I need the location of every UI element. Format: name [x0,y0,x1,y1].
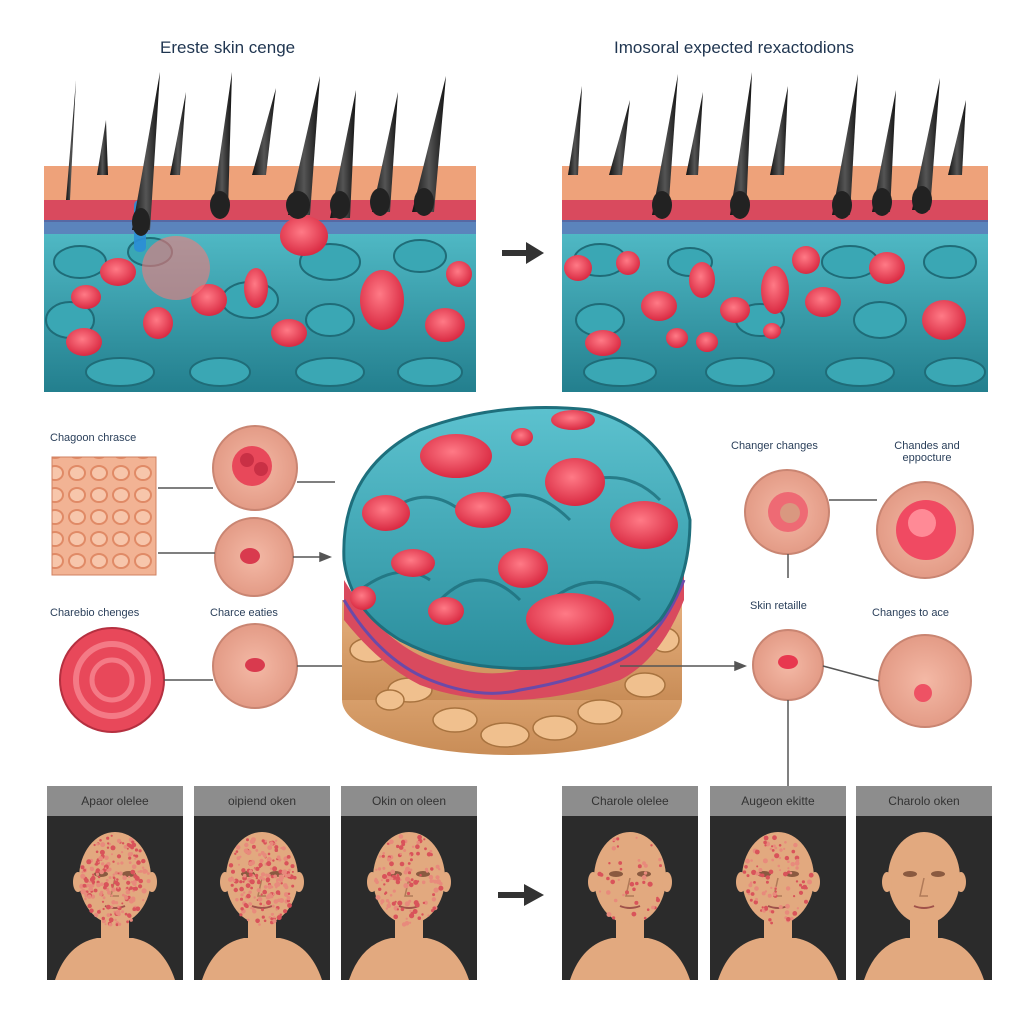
face-illustration [55,832,175,980]
face-panel-5: Augeon ekitte [710,786,846,980]
arrow-right-icon [498,884,544,906]
callout-label-right-top-1: Changer changes [731,440,818,452]
callout-circle-6 [876,481,974,579]
callout-label-right-mid-2: Changes to ace [872,607,950,619]
callout-label-left-top: Chagoon chrasce [50,432,137,444]
callout-circle-1 [212,425,298,511]
face-panel-label: Apaor olelee [47,786,183,816]
face-panel-3: Okin on oleen [341,786,477,980]
face-panel-label: oipiend oken [194,786,330,816]
callout-label-left-bottom-1: Charebio chenges [50,607,140,619]
face-panel-4: Charole olelee [562,786,698,980]
face-illustration [349,832,469,980]
callout-label-right-top-2: Chandes and eppocture [872,440,982,464]
face-panel-2: oipiend oken [194,786,330,980]
callout-circle-3 [59,627,165,733]
face-illustration [570,832,690,980]
left-skin-section [44,72,476,392]
face-illustration [864,832,984,980]
face-panel-1: Apaor olelee [47,786,183,980]
skin-tissue-block [342,406,692,755]
cell-texture-swatch [51,456,157,576]
callout-circle-2 [214,517,294,597]
face-panel-label: Charole olelee [562,786,698,816]
callout-circle-4 [212,623,298,709]
face-panel-label: Augeon ekitte [710,786,846,816]
callout-circle-7 [752,629,824,701]
callout-label-right-top-2-line1: Chandes and [894,440,960,452]
callout-label-left-bottom-2: Charce eaties [210,607,278,619]
callout-label-right-mid-1: Skin retaille [750,600,807,612]
face-illustration [202,832,322,980]
right-skin-section [562,72,988,392]
face-illustration [718,832,838,980]
right-connector-lines [620,499,880,786]
left-section-title: Ereste skin cenge [160,38,296,57]
face-panel-6: Charolo oken [856,786,992,980]
face-panel-label: Charolo oken [856,786,992,816]
face-panel-label: Okin on oleen [341,786,477,816]
callout-label-right-top-2-line2: eppocture [902,452,952,464]
arrow-right-icon [502,242,544,264]
callout-circle-5 [744,469,830,555]
right-section-title: Imosoral expected rexactodions [614,38,855,57]
callout-circle-8 [878,634,972,728]
